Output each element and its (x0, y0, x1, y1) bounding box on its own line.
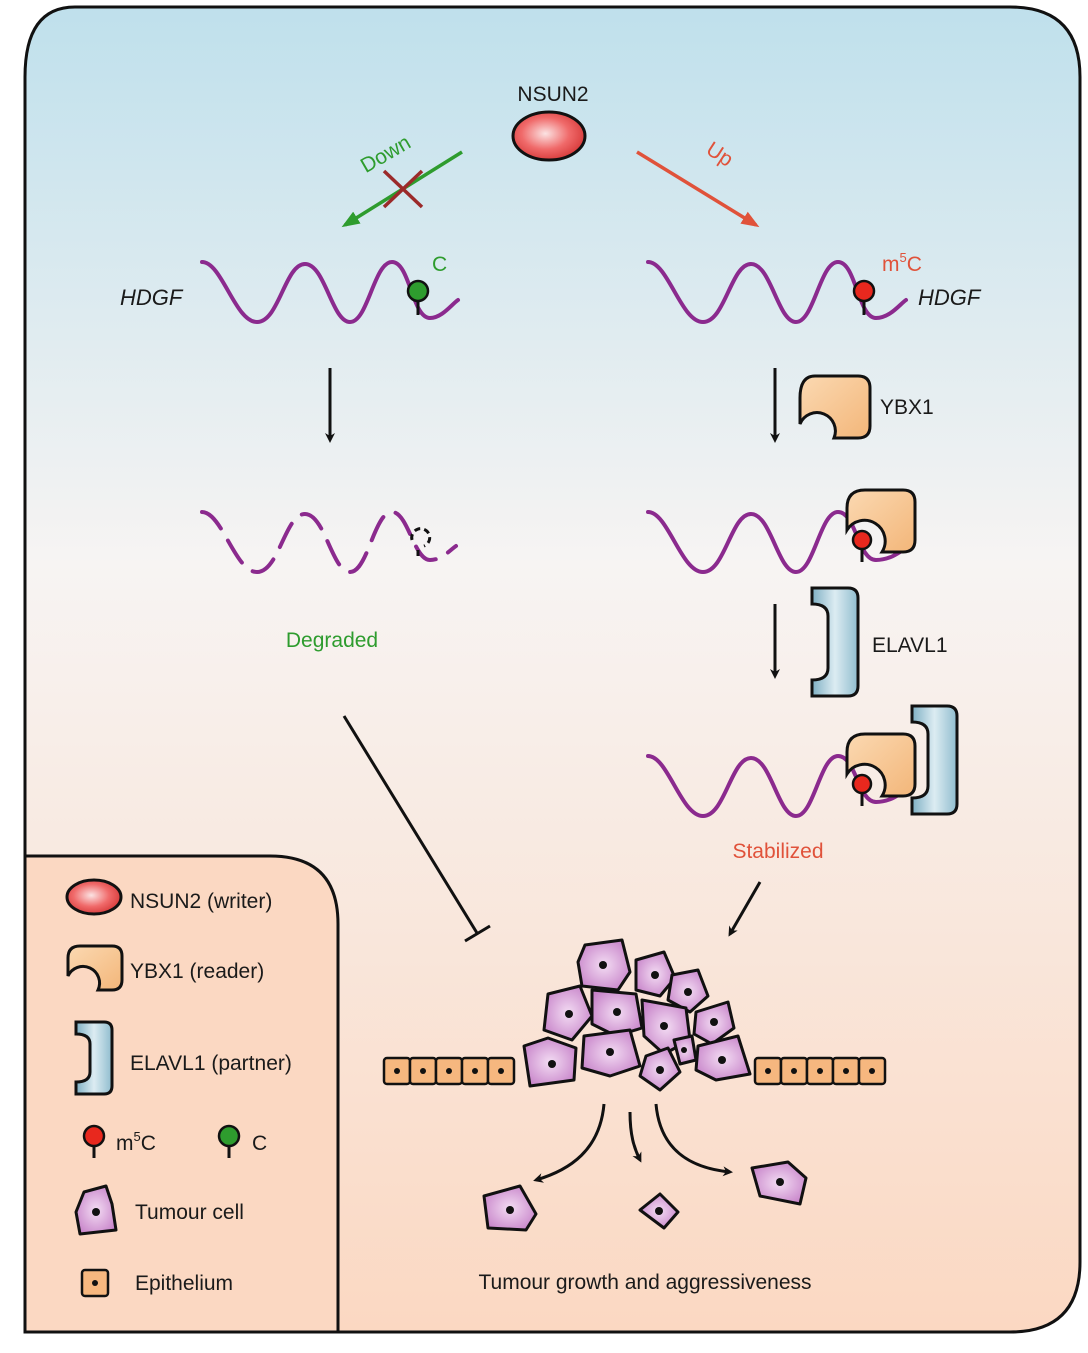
degraded-pin-icon (410, 527, 432, 556)
legend-epithelium-nucleus (92, 1280, 98, 1286)
tumour-growth-label: Tumour growth and aggressiveness (478, 1271, 811, 1294)
c-label-top: C (432, 253, 447, 276)
hdgf-right-label: HDGF (918, 285, 982, 310)
nsun2-label: NSUN2 (517, 83, 588, 106)
ybx1-stabilized-protein (845, 732, 917, 798)
up-arrow (636, 150, 760, 228)
epithelium-right (753, 1056, 887, 1086)
spread-arrow-middle (628, 1111, 642, 1163)
legend-ybx1-label: YBX1 (reader) (130, 960, 264, 983)
legend-elavl1-label: ELAVL1 (partner) (130, 1052, 292, 1075)
degraded-label: Degraded (286, 629, 378, 652)
legend-m5c-label: m5C (116, 1129, 156, 1155)
legend-elavl1-icon (74, 1020, 114, 1096)
elavl1-label: ELAVL1 (872, 634, 948, 657)
stabilized-label: Stabilized (732, 840, 823, 863)
escaping-cell-middle-nucleus (655, 1207, 663, 1215)
m5c-pin-right (852, 279, 876, 315)
legend-ybx1-icon (66, 944, 124, 992)
rna-ybx1-bound (646, 509, 908, 575)
rna-stabilized (646, 753, 908, 819)
inhibition-line (342, 715, 491, 943)
escaping-cell-right-nucleus (776, 1178, 784, 1186)
legend-c-icon (217, 1124, 241, 1158)
legend-panel (23, 854, 340, 1334)
hdgf-rna-right (646, 259, 908, 325)
m5c-label-top: m5C (882, 250, 922, 276)
legend-nsun2-icon (65, 878, 123, 916)
hdgf-left-label: HDGF (120, 285, 184, 310)
legend-c-label: C (252, 1132, 267, 1155)
spread-arrow-left (533, 1103, 606, 1183)
elavl1-stabilized-protein (910, 704, 959, 816)
escaping-cell-left-nucleus (506, 1206, 514, 1214)
legend-nsun2-label: NSUN2 (writer) (130, 890, 272, 913)
ybx1-bound-protein (845, 488, 917, 554)
legend-m5c-icon (82, 1124, 106, 1158)
ybx1-protein (798, 374, 872, 440)
legend-epithelium-label: Epithelium (135, 1272, 233, 1295)
tumour-mass (522, 938, 752, 1092)
ybx1-label: YBX1 (880, 396, 934, 419)
nsun2-writer (511, 110, 587, 162)
m5c-pin-bound-1 (851, 529, 873, 562)
m5c-pin-bound-2 (851, 773, 873, 806)
spread-arrow-right (654, 1103, 733, 1177)
elavl1-protein (810, 586, 860, 698)
hdgf-rna-left (200, 259, 460, 325)
stabilized-to-tumour-arrow (728, 881, 762, 937)
degraded-rna (200, 509, 458, 575)
blocked-x-icon (382, 169, 424, 209)
legend-tumour-cell-nucleus (92, 1208, 100, 1216)
legend-tumour-cell-label: Tumour cell (135, 1201, 244, 1224)
c-pin-left (406, 279, 430, 315)
epithelium-left (382, 1056, 516, 1086)
